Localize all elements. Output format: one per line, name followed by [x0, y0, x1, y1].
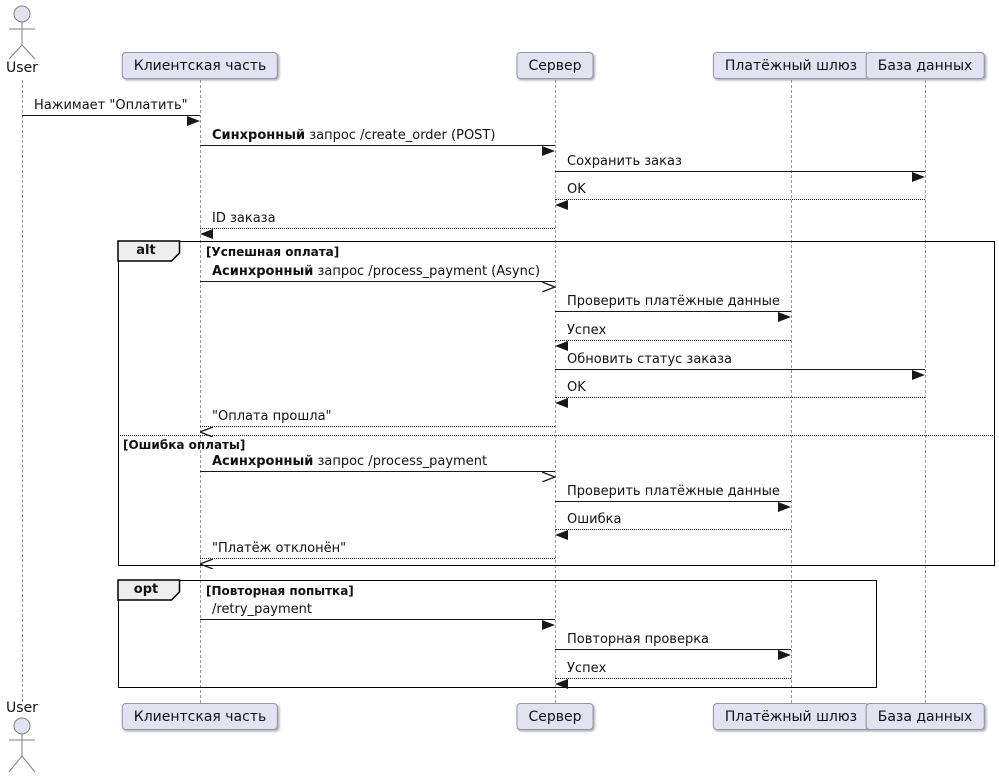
message-label: Ошибка [567, 512, 622, 527]
lifeline-user [21, 80, 23, 702]
frame-tag-label: opt [133, 582, 159, 597]
arrowhead [912, 365, 926, 380]
message-label: Успех [567, 323, 607, 338]
lifeline-server [554, 80, 556, 703]
arrowhead [555, 674, 569, 689]
message-label-text: запрос /process_payment [313, 454, 488, 469]
message-line [555, 311, 791, 312]
message-line [555, 171, 925, 172]
message-label: Асинхронный запрос /process_payment (Asy… [212, 264, 540, 279]
message-line [555, 199, 925, 200]
opt-frame-tag [117, 579, 181, 601]
arrowhead [200, 224, 214, 239]
participant-bottom-gateway: Платёжный шлюз [712, 703, 870, 730]
arrowhead [778, 307, 792, 322]
message-label: Проверить платёжные данные [567, 484, 780, 499]
actor-bottom-label: User [6, 700, 38, 716]
arrowhead [541, 467, 557, 483]
message-label: Асинхронный запрос /process_payment [212, 454, 487, 469]
message-line [555, 529, 791, 530]
lifeline-db [924, 80, 926, 703]
arrowhead [912, 167, 926, 182]
message-line [555, 369, 925, 370]
arrowhead [542, 141, 556, 156]
message-line [200, 558, 555, 559]
alt-frame [118, 241, 995, 566]
message-label: ID заказа [212, 211, 276, 226]
lifeline-gateway [790, 80, 792, 703]
message-line [22, 115, 200, 116]
arrowhead [542, 615, 556, 630]
message-label-bold: Асинхронный [212, 454, 314, 469]
message-label-bold: Асинхронный [212, 264, 314, 279]
message-label: Успех [567, 661, 607, 676]
participant-top-db: База данных [865, 52, 985, 79]
message-label-text: запрос /create_order (POST) [305, 128, 496, 143]
message-label: "Оплата прошла" [212, 409, 332, 424]
message-line [200, 619, 555, 620]
message-label: OK [567, 182, 586, 197]
frame-condition: [Успешная оплата] [206, 245, 340, 259]
arrowhead [555, 195, 569, 210]
frame-condition: [Ошибка оплаты] [123, 438, 246, 452]
participant-bottom-server: Сервер [516, 703, 594, 730]
alt-frame-divider [118, 435, 993, 436]
arrowhead [778, 497, 792, 512]
message-line [200, 228, 555, 229]
alt-frame-tag [117, 240, 181, 262]
message-line [555, 397, 925, 398]
opt-frame [118, 580, 877, 688]
message-line [200, 471, 555, 472]
arrowhead [198, 422, 214, 438]
message-label: Обновить статус заказа [567, 352, 732, 367]
participant-top-client: Клиентская часть [121, 52, 279, 79]
message-label: Сохранить заказ [567, 154, 682, 169]
message-label: Проверить платёжные данные [567, 294, 780, 309]
participant-top-server: Сервер [516, 52, 594, 79]
actor-bottom-figure [8, 717, 36, 773]
message-label-bold: Синхронный [212, 128, 306, 143]
participant-bottom-client: Клиентская часть [121, 703, 279, 730]
message-line [555, 678, 791, 679]
arrowhead [555, 336, 569, 351]
message-line [555, 501, 791, 502]
message-line [200, 281, 555, 282]
arrowhead [198, 554, 214, 570]
actor-top-label: User [6, 60, 38, 76]
message-line [555, 649, 791, 650]
message-label: Нажимает "Оплатить" [34, 98, 188, 113]
lifeline-client [199, 80, 201, 703]
message-label: Повторная проверка [567, 632, 710, 647]
frame-tag-label: alt [136, 243, 156, 258]
arrowhead [778, 645, 792, 660]
message-line [200, 145, 555, 146]
message-label: /retry_payment [212, 602, 312, 617]
actor-top-figure [8, 5, 36, 60]
participant-top-gateway: Платёжный шлюз [712, 52, 870, 79]
message-label: "Платёж отклонён" [212, 541, 347, 556]
frame-condition: [Повторная попытка] [206, 584, 354, 598]
arrowhead [187, 111, 201, 126]
arrowhead [555, 393, 569, 408]
arrowhead [555, 525, 569, 540]
arrowhead [541, 277, 557, 293]
message-label: OK [567, 380, 586, 395]
message-label-text: запрос /process_payment (Async) [313, 264, 541, 279]
message-line [200, 426, 555, 427]
message-line [555, 340, 791, 341]
message-label: Синхронный запрос /create_order (POST) [212, 128, 495, 143]
participant-bottom-db: База данных [865, 703, 985, 730]
